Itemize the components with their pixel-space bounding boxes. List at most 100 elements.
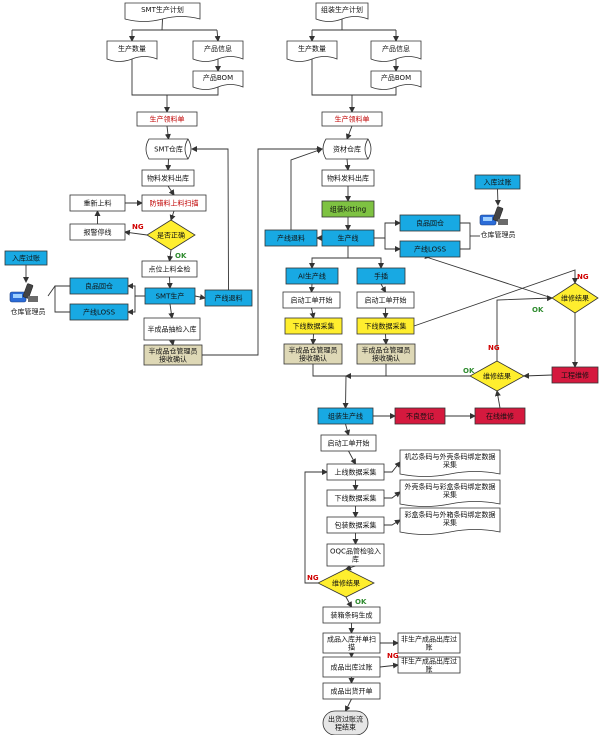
node-label: 下线数据采集 [293,322,335,331]
node-label: 工程维修 [561,371,589,380]
node-label: 半成品仓管理员接收确认 [149,346,198,363]
node-start-wo3: 启动工单开始 [320,434,377,452]
flow-edge [419,253,553,299]
node-asm-bom: 产品BOM [370,70,422,90]
flow-edge [124,229,148,236]
node-label: 外壳条码与彩盒条码绑定数据采集 [405,482,496,499]
flow-edge [344,423,351,436]
flow-edge [167,87,219,96]
node-asm-info: 产品信息 [370,40,422,62]
node-label: 仓库管理员 [11,307,46,316]
node-label: SMT生产计划 [141,5,184,14]
node-label: 维修结果 [561,294,589,303]
node-label: 产品BOM [381,73,411,82]
flow-edge [169,210,176,221]
node-label: SMT生产 [156,292,185,301]
flow-edge [413,269,578,327]
node-mat-issue: 物料发料出库 [321,169,375,187]
node-label: 产品BOM [203,73,233,82]
node-alarm: 报警停线 [69,223,126,241]
flow-edge [168,303,175,319]
node-label: 生产数量 [118,44,146,53]
flow-edge [345,698,352,712]
flow-edge [131,59,167,96]
flow-edge [345,564,356,571]
node-label: 下线数据采集 [365,322,407,331]
node-right-good: 良品回仓 [399,214,461,232]
node-asm-qty: 生产数量 [286,40,338,62]
flow-edge [202,146,323,356]
edge-label-ng: NG [488,344,500,352]
node-label: 良品回仓 [85,282,113,291]
edge-label-ng: NG [307,574,319,582]
node-label: 彩盒条码与外箱条码绑定数据采集 [405,510,496,527]
node-label: 组装kitting [330,205,366,214]
edge-label-ng: NG [387,652,399,660]
node-label: 启动工单开始 [291,296,333,305]
node-label: 成品出库过账 [331,663,373,672]
node-label: 机芯条码与外壳条码绑定数据采集 [405,452,496,469]
flow-edge [523,372,553,379]
node-smt-issue: 物料发料出库 [141,169,195,187]
flow-edge [311,59,352,96]
node-antierr: 防错料上料扫描 [141,194,207,212]
flow-edge [166,276,173,289]
node-nonfg-out2: 非生产成品出库过账 [397,656,461,674]
node-label: 产线LOSS [83,308,116,317]
flow-edge [308,283,315,293]
flow-edge [54,285,70,313]
edge-label-ok: OK [355,598,367,606]
node-label: 是否正确 [157,231,185,240]
node-label: 报警停线 [84,228,112,237]
flow-edge [384,461,401,473]
node-label: 物料发料出库 [147,174,189,183]
node-label: 启动工单开始 [328,439,370,448]
node-right-scanner: 仓库管理员 [479,206,516,239]
flow-edge [290,147,323,230]
node-carton-code: 装箱条码生成 [322,606,381,624]
flow-edge [309,246,349,269]
node-label: 非生产成品出库过账 [401,634,457,651]
node-refeed: 重新上料 [69,194,126,212]
node-label: 装箱条码生成 [331,611,373,620]
node-label: 产线退料 [277,234,305,243]
node-label: 生产数量 [298,44,326,53]
node-repair-result-r: 维修结果 [551,282,599,314]
node-label: 半成品仓管理员接收确认 [362,345,411,362]
node-offline2: 下线数据采集 [356,317,415,335]
node-left-loss: 产线LOSS [69,303,129,321]
node-repair-result: 维修结果 [469,360,525,392]
node-label: 成品出货开单 [331,687,373,696]
flow-edge [346,364,387,377]
node-mat-wh: 资材仓库 [322,138,372,160]
node-label: 启动工单开始 [365,296,407,305]
flow-edge [164,125,171,140]
node-label: 入库过账 [484,178,512,187]
node-online-collect: 上线数据采集 [326,463,385,481]
node-label: 产品信息 [382,44,410,53]
node-label: 点位上料全检 [149,265,191,274]
node-label: 维修结果 [332,579,360,588]
node-fg-ship: 成品出货开单 [322,682,381,700]
node-label: 出货过账流程结束 [328,714,363,731]
scanner-icon [479,206,508,226]
node-kitting: 组装kitting [321,200,375,218]
node-label: SMT仓库 [154,145,183,154]
node-asm-pick: 生产领料单 [321,111,383,127]
node-offline3: 下线数据采集 [326,489,385,507]
node-label: 物料发料出库 [327,174,369,183]
node-line-prod: 生产线 [321,229,375,247]
node-label: 仓库管理员 [481,230,516,239]
node-oqc: OQC品管检验入库 [326,543,385,567]
node-smt-info: 产品信息 [192,40,244,62]
node-label: 入库过账 [12,254,40,263]
node-semi-confirm3: 半成品仓管理员接收确认 [356,343,416,365]
node-correct: 是否正确 [146,219,196,251]
node-smt-pick: 生产领料单 [136,111,198,127]
node-note2: 外壳条码与彩盒条码绑定数据采集 [399,479,501,507]
node-left-good: 良品回仓 [69,277,129,295]
flow-edge [161,18,163,31]
node-smt-prod: SMT生产 [144,287,196,305]
flow-edge [345,125,353,140]
